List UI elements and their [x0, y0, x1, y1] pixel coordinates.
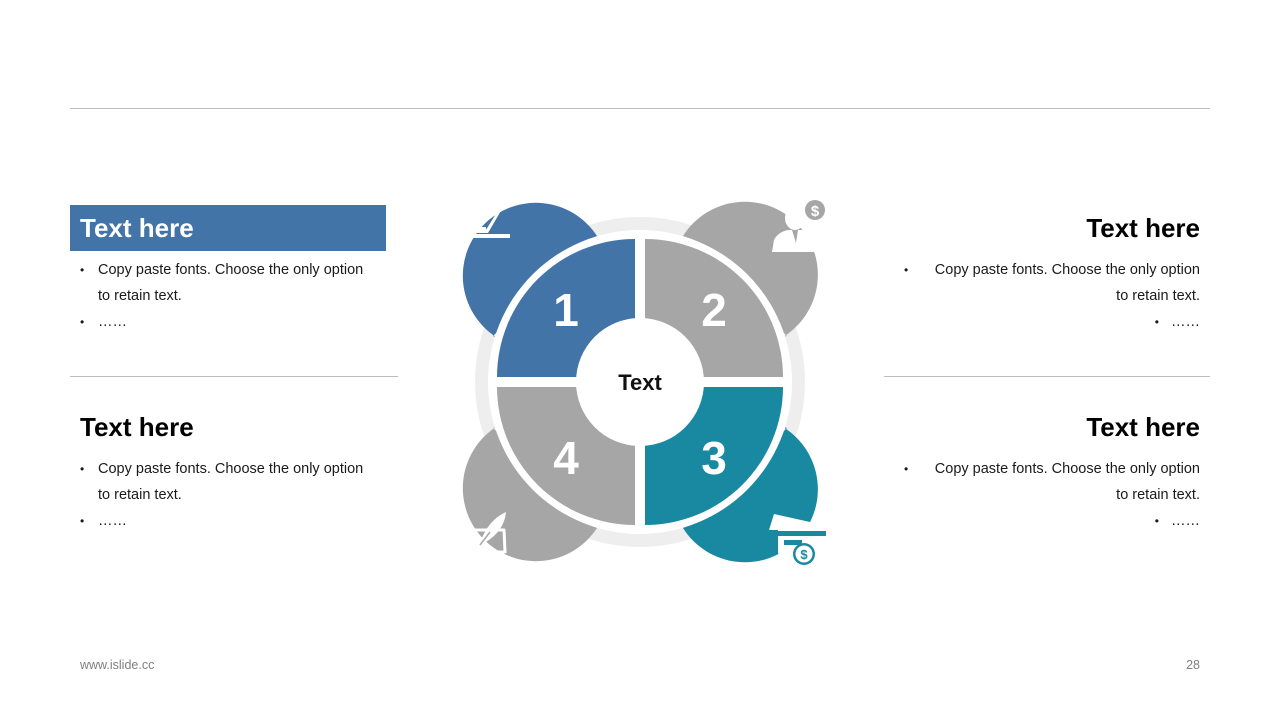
bullet-list: • Copy paste fonts. Choose the only optio…	[70, 456, 396, 534]
left-divider	[70, 376, 398, 377]
bullet-item: • Copy paste fonts. Choose the only optio…	[80, 456, 396, 482]
outer-ring	[475, 217, 805, 547]
footer-website: www.islide.cc	[80, 658, 155, 672]
bullet-text: to retain text.	[98, 288, 182, 304]
bullet-text: to retain text.	[98, 487, 182, 503]
bullet-item: • ……	[80, 508, 396, 534]
bullet-text: Copy paste fonts. Choose the only option	[98, 262, 364, 278]
bullet-dot: •	[904, 462, 909, 476]
segment-number-3: 3	[701, 432, 727, 484]
text-block-top-left: Text here • Copy paste fonts. Choose the …	[70, 205, 396, 335]
svg-text:$: $	[800, 547, 808, 562]
bullet-text: Copy paste fonts. Choose the only option	[98, 461, 364, 477]
bullet-text: to retain text.	[1116, 288, 1200, 304]
text-block-bottom-right: Text here • Copy paste fonts. Choose the …	[884, 404, 1210, 534]
bullet-text: ……	[98, 314, 127, 330]
bullet-text: ……	[1171, 314, 1200, 330]
bullet-continuation: to retain text.	[80, 482, 396, 508]
bullet-continuation: to retain text.	[884, 283, 1200, 309]
bullet-item: • ……	[80, 309, 396, 335]
bullet-dot: •	[1154, 514, 1159, 528]
bullet-text: Copy paste fonts. Choose the only option	[934, 262, 1200, 278]
block-heading: Text here	[70, 205, 386, 251]
person-laptop-icon	[450, 194, 510, 239]
text-block-bottom-left: Text here • Copy paste fonts. Choose the …	[70, 404, 396, 534]
bullet-item: • ……	[884, 508, 1200, 534]
bullet-dot: •	[80, 263, 85, 277]
page-number: 28	[1186, 658, 1200, 672]
bullet-dot: •	[80, 514, 85, 528]
segment-number-2: 2	[701, 284, 727, 336]
bullet-continuation: to retain text.	[884, 482, 1200, 508]
block-heading: Text here	[1086, 412, 1200, 442]
segment-number-1: 1	[553, 284, 579, 336]
bullet-item: • Copy paste fonts. Choose the only optio…	[80, 257, 396, 283]
top-divider	[70, 108, 1210, 109]
bullet-text: ……	[1171, 513, 1200, 529]
center-label: Text	[618, 370, 662, 395]
bullet-dot: •	[80, 315, 85, 329]
bullet-text: to retain text.	[1116, 487, 1200, 503]
bullet-continuation: to retain text.	[80, 283, 396, 309]
bullet-item: • Copy paste fonts. Choose the only optio…	[884, 257, 1200, 283]
bullet-item: • Copy paste fonts. Choose the only optio…	[884, 456, 1200, 482]
text-block-top-right: Text here • Copy paste fonts. Choose the …	[884, 205, 1210, 335]
businessman-dollar-icon: $	[772, 197, 828, 252]
bullet-text: ……	[98, 513, 127, 529]
paper-quill-icon	[448, 512, 507, 554]
block-heading: Text here	[1086, 213, 1200, 243]
bullet-list: • Copy paste fonts. Choose the only optio…	[70, 257, 396, 335]
svg-text:$: $	[811, 203, 820, 220]
center-disc	[576, 318, 704, 446]
right-divider	[884, 376, 1210, 377]
bullet-list: • Copy paste fonts. Choose the only optio…	[884, 257, 1210, 335]
segment-number-4: 4	[553, 432, 579, 484]
bullet-dot: •	[80, 462, 85, 476]
card-payment-icon: $	[769, 514, 826, 565]
four-step-diagram: Text 1 2 3 4 $ $	[448, 194, 828, 565]
bullet-dot: •	[1154, 315, 1159, 329]
bullet-list: • Copy paste fonts. Choose the only optio…	[884, 456, 1210, 534]
bullet-dot: •	[904, 263, 909, 277]
block-heading: Text here	[80, 412, 194, 442]
bullet-text: Copy paste fonts. Choose the only option	[934, 461, 1200, 477]
bullet-item: • ……	[884, 309, 1200, 335]
